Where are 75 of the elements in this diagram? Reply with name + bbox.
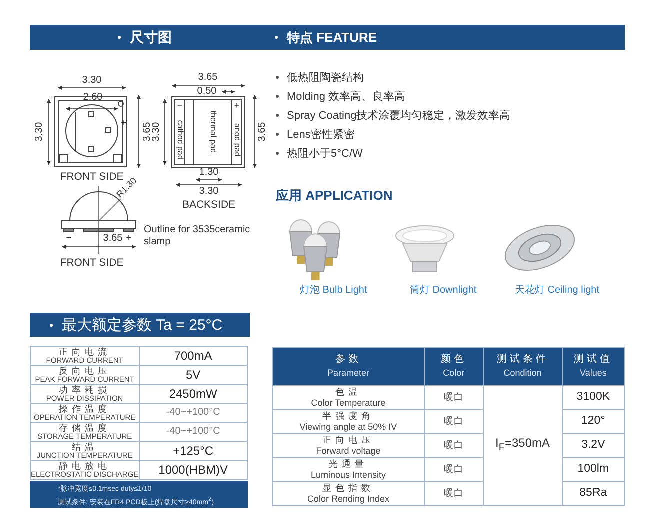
parameter-name: Viewing angle at 50% IV bbox=[300, 422, 398, 432]
feature-item: Spray Coating技术涂覆均匀稳定，激发效率高 bbox=[276, 108, 511, 123]
dimension-label: 3.65 bbox=[103, 234, 123, 244]
polarity-mark: − bbox=[66, 234, 72, 244]
polarity-mark: + bbox=[234, 102, 240, 110]
color-value: 暖白 bbox=[444, 464, 464, 475]
section-header-band: 最大额定参数 Ta = 25°C bbox=[30, 313, 250, 337]
dimension-label: 3.65 bbox=[143, 122, 153, 142]
section-header-band: 特点 FEATURE bbox=[255, 25, 625, 50]
section-heading: 应用 APPLICATION bbox=[276, 189, 393, 202]
feature-item: 低热阻陶瓷结构 bbox=[276, 70, 364, 85]
test-value: 3100K bbox=[576, 390, 610, 403]
rating-value: 5V bbox=[186, 368, 201, 382]
parameter-name: 光通量 bbox=[328, 460, 368, 468]
rating-value: +125°C bbox=[173, 444, 214, 458]
polarity-mark: − bbox=[177, 102, 183, 110]
section-header-band: 尺寸图 bbox=[30, 25, 255, 50]
rating-value: 700mA bbox=[174, 349, 212, 363]
parameter-name: 正向电压 bbox=[322, 436, 374, 444]
application-caption: 天花灯 Ceiling light bbox=[515, 286, 600, 296]
parameter-name: 半强度角 bbox=[322, 412, 374, 420]
rating-value: -40~+100°C bbox=[166, 426, 220, 437]
pad-label: anod pad bbox=[233, 123, 241, 157]
dimension-label: 3.30 bbox=[35, 122, 45, 142]
column-header: Parameter bbox=[327, 369, 370, 378]
feature-item: 热阻小于5°C/W bbox=[276, 146, 363, 161]
polarity-mark: + bbox=[126, 234, 132, 244]
test-condition: I$_{F}$=350mA bbox=[496, 436, 550, 450]
test-value: 85Ra bbox=[580, 486, 608, 499]
outline-note: Outline for 3535ceramic slamp bbox=[144, 224, 252, 248]
column-header: Values bbox=[580, 369, 607, 378]
column-header: 颜色 bbox=[440, 355, 467, 365]
parameter-name: 反向电压 bbox=[58, 366, 111, 376]
view-caption: FRONT SIDE bbox=[60, 258, 124, 268]
dimension-label: 3.30 bbox=[199, 187, 219, 197]
footnote-band bbox=[30, 481, 248, 508]
rating-value: 1000(HBM)V bbox=[158, 463, 228, 477]
color-value: 暖白 bbox=[444, 416, 464, 427]
rating-value: 2450mW bbox=[169, 387, 218, 401]
feature-item: Lens密性紧密 bbox=[276, 127, 355, 142]
dimension-label: 0.50 bbox=[197, 87, 217, 97]
parameter-name: 显色指数 bbox=[322, 484, 374, 492]
node-label: 特点 FEATURE bbox=[287, 30, 378, 44]
parameter-name: 静电放电 bbox=[58, 462, 111, 471]
dimension-label: 3.65 bbox=[198, 73, 218, 83]
dimension-label: 3.30 bbox=[152, 122, 162, 142]
dimension-label: 3.30 bbox=[82, 76, 102, 86]
column-header: 参数 bbox=[335, 355, 362, 365]
view-caption: FRONT SIDE bbox=[60, 172, 124, 182]
column-header: 测试条件 bbox=[496, 355, 549, 365]
parameter-name: 结温 bbox=[72, 442, 98, 452]
pad-label: thermal pad bbox=[209, 110, 217, 154]
pad-label: cathod pad bbox=[176, 120, 184, 160]
feature-item: Molding 效率高、良率高 bbox=[276, 89, 406, 104]
color-value: 暖白 bbox=[444, 440, 464, 451]
parameter-name: Color Temperature bbox=[311, 398, 386, 408]
rating-value: -40~+100°C bbox=[166, 407, 220, 418]
color-value: 暖白 bbox=[444, 488, 464, 499]
test-value: 3.2V bbox=[582, 438, 606, 451]
application-caption: 筒灯 Downlight bbox=[410, 286, 477, 296]
application-caption: 灯泡 Bulb Light bbox=[300, 286, 368, 296]
node-label: 尺寸图 bbox=[130, 28, 172, 44]
column-header: 测试值 bbox=[574, 355, 613, 365]
dimension-label: 3.65 bbox=[258, 122, 268, 142]
view-caption: BACKSIDE bbox=[182, 200, 236, 210]
column-header: Condition bbox=[504, 369, 542, 378]
column-header: Color bbox=[443, 369, 465, 378]
parameter-name: Color Rending Index bbox=[307, 494, 390, 504]
parameter-name: Luminous Intensity bbox=[310, 470, 386, 480]
test-value: 120° bbox=[582, 414, 606, 427]
parameter-name: 色温 bbox=[335, 388, 362, 396]
dimension-label: 1.30 bbox=[199, 168, 219, 178]
color-value: 暖白 bbox=[444, 392, 464, 403]
parameter-name: Forward voltage bbox=[316, 446, 381, 456]
test-value: 100lm bbox=[578, 462, 610, 475]
